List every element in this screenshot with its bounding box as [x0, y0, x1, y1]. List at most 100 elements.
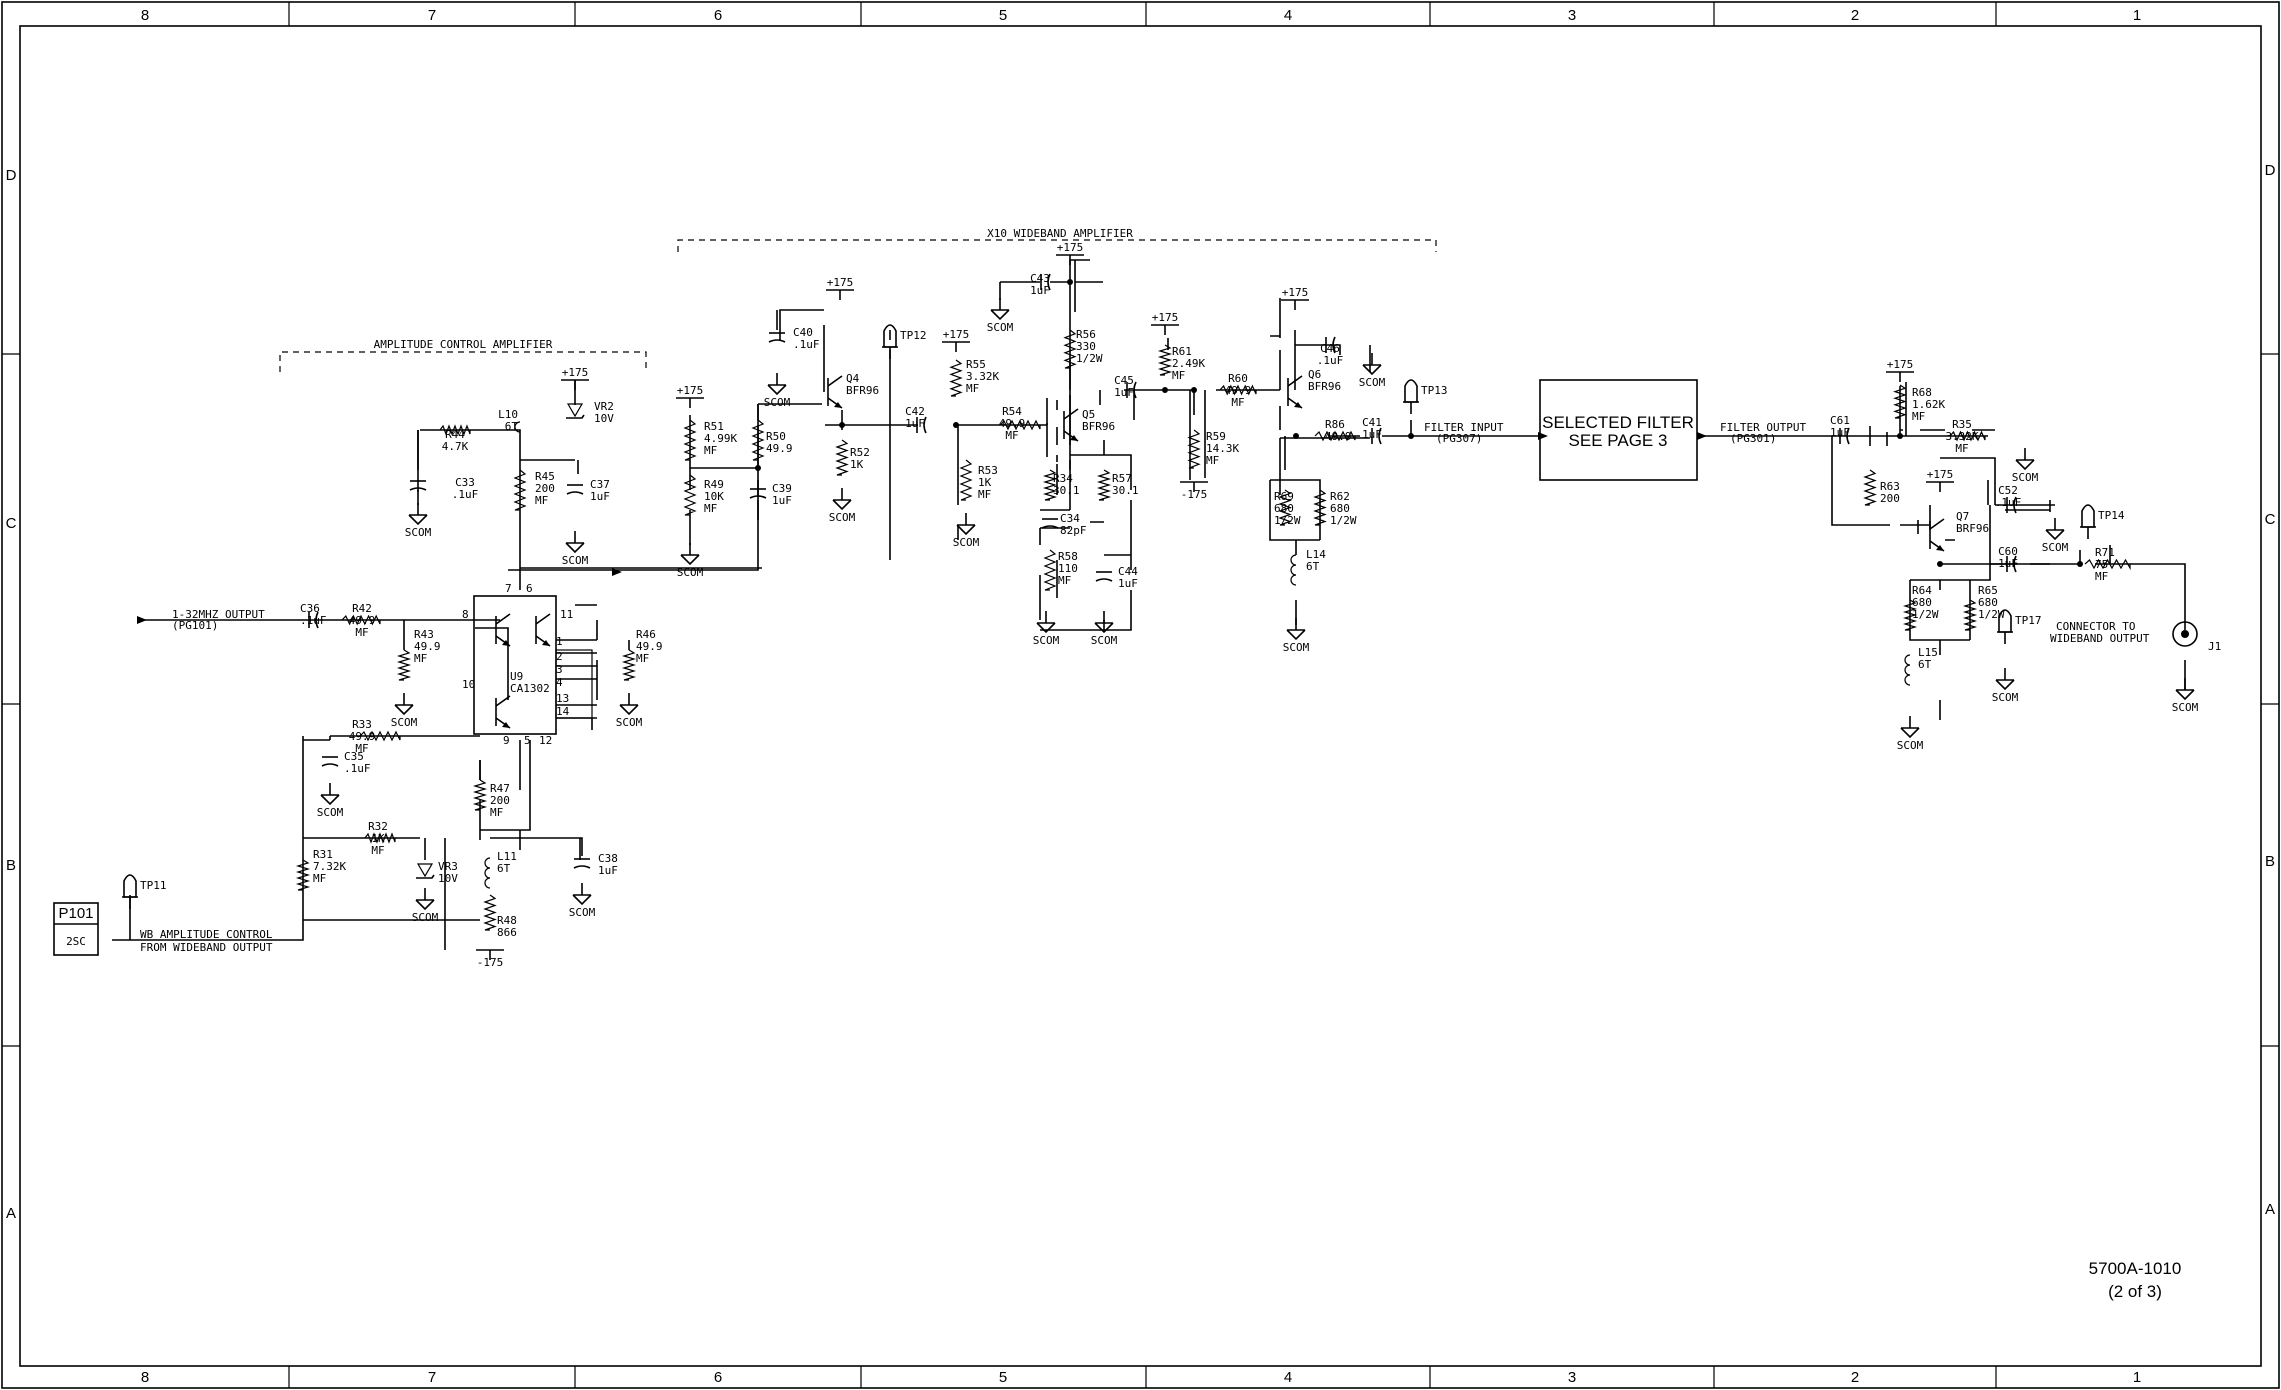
ic-u9-pin-block: [555, 649, 593, 719]
resistor-icon: [396, 649, 412, 681]
resistor-icon: [835, 439, 849, 476]
jack-j1-icon: [2172, 621, 2198, 647]
component-label-c60: 1uF: [1998, 557, 2018, 570]
resistor-icon: [1219, 384, 1257, 396]
ic-pin-number: 3: [556, 663, 563, 676]
component-label-c41: 1uF: [1362, 428, 1382, 441]
component-label-c36: C36: [300, 602, 320, 615]
component-label-r59: MF: [1206, 454, 1219, 467]
resistor-icon: [439, 424, 471, 436]
ground-icon: [990, 298, 1010, 321]
component-label-r53: MF: [978, 488, 991, 501]
component-label-c39: C39: [772, 482, 792, 495]
ground-icon: [1094, 611, 1114, 634]
transistor-arrow-icon: [542, 640, 550, 646]
ic-pin-number: 10: [462, 678, 475, 691]
transistor-icon: [535, 613, 551, 647]
component-label-q4: Q4: [846, 372, 860, 385]
component-label-r33: R33: [352, 718, 372, 731]
ground-label: SCOM: [677, 566, 704, 579]
component-label-r61: MF: [1172, 369, 1185, 382]
component-label-r32: R32: [368, 820, 388, 833]
component-label-r68: R68: [1912, 386, 1932, 399]
capacitor-icon: [923, 416, 927, 434]
junction-dot: [1162, 387, 1168, 393]
col-label-top: 2: [1851, 7, 1859, 24]
resistor-icon: [999, 419, 1041, 431]
component-label-r68: 1.62K: [1912, 398, 1945, 411]
ground-icon: [1995, 668, 2015, 691]
row-label-left: A: [6, 1205, 16, 1222]
ground-label: SCOM: [317, 806, 344, 819]
capacitor-icon: [409, 487, 427, 491]
component-label-l10: 6T: [505, 420, 519, 433]
resistor-icon: [364, 832, 396, 844]
capacitor-icon: [768, 339, 786, 343]
transistor-icon: [1287, 375, 1303, 409]
row-label-left: B: [6, 857, 16, 874]
component-label-r49: 10K: [704, 490, 724, 503]
ground-label: SCOM: [987, 321, 1014, 334]
ground-label: SCOM: [829, 511, 856, 524]
rail-minus-175: -175: [477, 956, 504, 969]
component-label-r63: R63: [1880, 480, 1900, 493]
component-label-r43: R43: [414, 628, 434, 641]
signal-filter-input: FILTER INPUT: [1424, 421, 1504, 434]
component-label-c43: 1uF: [1030, 284, 1050, 297]
component-label-r71: 75: [2095, 558, 2108, 571]
col-label-top: 6: [714, 7, 722, 24]
resistor-icon: [1962, 599, 1978, 631]
resistor-icon: [1278, 489, 1292, 526]
component-label-r45: MF: [535, 494, 548, 507]
ground-label: SCOM: [569, 906, 596, 919]
component-label-c36: .1uF: [300, 614, 327, 627]
ground-label: SCOM: [1359, 376, 1386, 389]
transistor-arrow-icon: [502, 722, 510, 728]
component-label-c35: .1uF: [344, 762, 371, 775]
resistor-icon: [1157, 344, 1173, 376]
transistor-icon: [827, 375, 843, 409]
resistor-icon: [1042, 469, 1058, 501]
component-label-c52: C52: [1998, 484, 2018, 497]
component-label-r51: 4.99K: [704, 432, 737, 445]
resistor-icon: [1043, 549, 1057, 591]
ground-label: SCOM: [1992, 691, 2019, 704]
component-label-vr3: VR3: [438, 860, 458, 873]
test-point-icon: [2081, 504, 2095, 528]
section-x10-amplifier: X10 WIDEBAND AMPLIFIER: [987, 227, 1133, 240]
component-label-c40: .1uF: [793, 338, 820, 351]
zener-diode-icon: [566, 414, 585, 419]
component-label-r35: 3.32K: [1945, 430, 1978, 443]
col-label-top: 8: [141, 7, 149, 24]
test-point-label: TP14: [2098, 509, 2125, 522]
sheet-number: (2 of 3): [2108, 1282, 2162, 1301]
rail-plus-175: +175: [677, 384, 704, 397]
component-label-vr2: VR2: [594, 400, 614, 413]
ground-icon: [572, 883, 592, 906]
test-point-icon: [2080, 526, 2096, 539]
capacitor-icon: [1041, 525, 1059, 529]
resistor-icon: [1863, 469, 1877, 506]
ground-icon: [767, 373, 787, 396]
component-label-c61: 1uF: [1830, 426, 1850, 439]
rail-plus-175: +175: [1927, 468, 1954, 481]
component-label-r31: 7.32K: [313, 860, 346, 873]
component-label-r57: R57: [1112, 472, 1132, 485]
component-label-c60: C60: [1998, 545, 2018, 558]
component-label-r86: R86: [1325, 418, 1345, 431]
component-label-r46: R46: [636, 628, 656, 641]
component-label-q7: Q7: [1956, 510, 1969, 523]
signal-pg301: (PG301): [1730, 432, 1776, 445]
resistor-icon: [751, 419, 765, 461]
ground-label: SCOM: [953, 536, 980, 549]
signal-filter-output: FILTER OUTPUT: [1720, 421, 1806, 434]
filter-box-line1: SELECTED FILTER: [1542, 413, 1694, 432]
positive-rail-icon: [1926, 481, 1954, 492]
component-label-c34: C34: [1060, 512, 1080, 525]
component-label-r48: 866: [497, 926, 517, 939]
component-label-q4: BFR96: [846, 384, 879, 397]
ground-icon: [408, 503, 428, 526]
signal-pg101: (PG101): [172, 619, 218, 632]
positive-rail-icon: [1281, 299, 1309, 310]
component-label-r42: MF: [355, 626, 368, 639]
